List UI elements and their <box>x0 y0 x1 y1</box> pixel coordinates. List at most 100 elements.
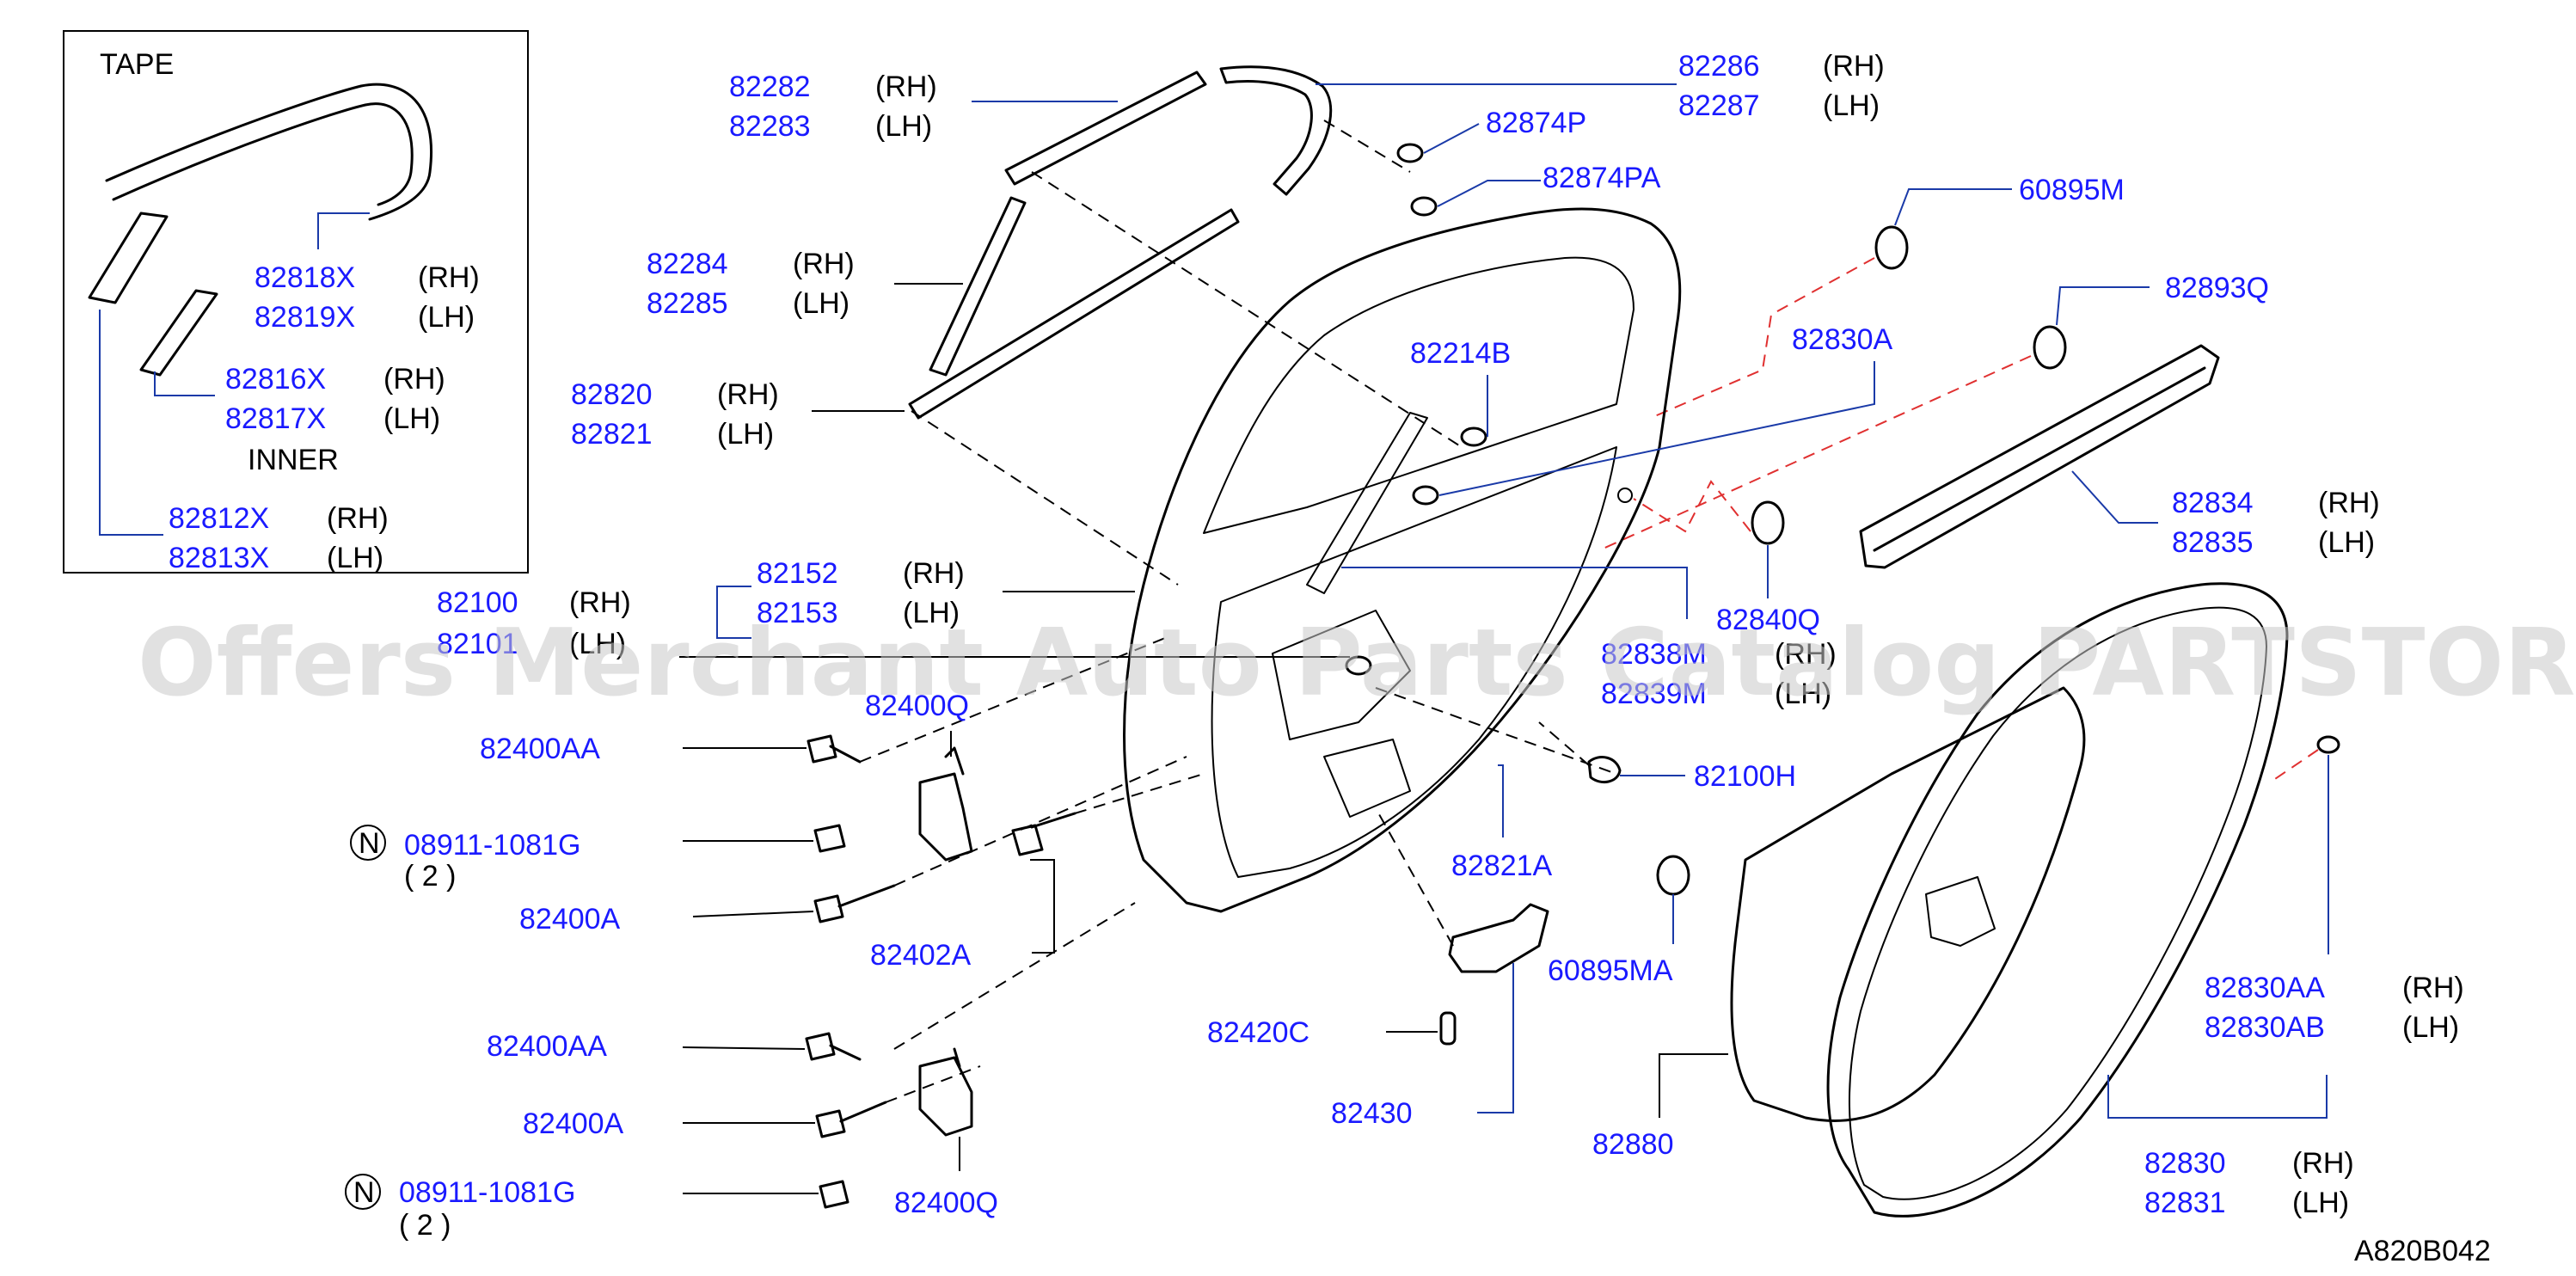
leader-82100-bracket <box>716 586 751 639</box>
part-82400Q[interactable]: 82400Q <box>865 690 969 722</box>
part-82283[interactable]: 82283 <box>729 110 811 143</box>
part-82100H[interactable]: 82100H <box>1694 760 1796 793</box>
hinge-82400Q-lower <box>918 1047 973 1137</box>
side-lh: (LH) <box>2402 1011 2459 1044</box>
side-lh: (LH) <box>383 402 440 435</box>
leader-82830A <box>1438 361 1875 496</box>
side-rh: (RH) <box>1775 638 1837 671</box>
screen-opening <box>1925 876 1996 947</box>
part-82821[interactable]: 82821 <box>571 418 653 451</box>
part-82831[interactable]: 82831 <box>2144 1187 2226 1219</box>
part-82402A[interactable]: 82402A <box>870 939 972 972</box>
part-82880[interactable]: 82880 <box>1592 1128 1674 1161</box>
part-82830A[interactable]: 82830A <box>1792 323 1893 356</box>
part-82430[interactable]: 82430 <box>1331 1097 1413 1130</box>
part-82153[interactable]: 82153 <box>757 597 838 629</box>
part-82818X[interactable]: 82818X <box>255 261 355 294</box>
part-82830AB[interactable]: 82830AB <box>2205 1011 2325 1044</box>
dash-line <box>1074 773 1205 814</box>
part-82840Q[interactable]: 82840Q <box>1716 604 1820 636</box>
side-lh: (LH) <box>327 542 383 574</box>
part-82400A[interactable]: 82400A <box>519 903 621 936</box>
diagram-code: A820B042 <box>2354 1235 2491 1267</box>
upper-hinge-group: 82400Q 82400AA N 08911-1081G ( 2 ) 82400… <box>350 635 1205 972</box>
moulding-82820 <box>908 208 1240 420</box>
part-82812X[interactable]: 82812X <box>169 502 269 535</box>
lower-hinge-group: 82400AA 82400A N 08911-1081G ( 2 ) 82400… <box>345 902 1136 1242</box>
side-lh: (LH) <box>903 597 960 629</box>
side-lh: (LH) <box>569 628 626 660</box>
part-82834[interactable]: 82834 <box>2172 487 2254 519</box>
plugs: 60895M 82893Q 82840Q <box>1598 174 2269 636</box>
part-82835[interactable]: 82835 <box>2172 526 2254 559</box>
part-60895MA[interactable]: 60895MA <box>1548 954 1673 987</box>
part-82101[interactable]: 82101 <box>437 628 518 660</box>
inset-title: TAPE <box>100 48 174 81</box>
part-82152[interactable]: 82152 <box>757 557 838 590</box>
dash-line <box>1538 721 1590 766</box>
leader-82834 <box>2071 470 2158 524</box>
part-82214B[interactable]: 82214B <box>1410 337 1511 370</box>
plug-60895MA-icon <box>1656 855 1690 896</box>
dash-line <box>1323 120 1411 173</box>
part-82287[interactable]: 82287 <box>1678 89 1760 122</box>
leader-82880 <box>1659 1053 1728 1118</box>
clip-82874P-icon <box>1396 143 1424 163</box>
bolt-82830A-icon <box>1412 485 1439 506</box>
part-82817X[interactable]: 82817X <box>225 402 326 435</box>
part-82820[interactable]: 82820 <box>571 378 653 411</box>
part-60895M[interactable]: 60895M <box>2019 174 2125 206</box>
part-82821A[interactable]: 82821A <box>1451 850 1553 882</box>
part-08911-1081G[interactable]: 08911-1081G <box>399 1176 575 1209</box>
bumper-82100H <box>1587 756 1622 784</box>
part-82420C[interactable]: 82420C <box>1207 1016 1309 1049</box>
bolt-08911-lower <box>819 1180 849 1209</box>
leader-82402A <box>1030 859 1055 954</box>
part-82838M[interactable]: 82838M <box>1601 638 1707 671</box>
bolts-upper: 82214B 82830A <box>1410 323 1893 506</box>
dash-line <box>911 410 1179 586</box>
plug-60895M-icon <box>1874 225 1909 270</box>
n-symbol: N <box>353 1176 375 1209</box>
part-82286[interactable]: 82286 <box>1678 50 1760 83</box>
part-82874P[interactable]: 82874P <box>1486 107 1586 139</box>
leader-82893Q <box>2056 286 2150 326</box>
side-lh: (LH) <box>1823 89 1880 122</box>
part-82816X[interactable]: 82816X <box>225 363 326 396</box>
part-82893Q[interactable]: 82893Q <box>2165 272 2269 304</box>
check-link-82430 <box>1448 903 1549 973</box>
part-82813X[interactable]: 82813X <box>169 542 269 574</box>
side-rh: (RH) <box>383 363 445 396</box>
part-82874PA[interactable]: 82874PA <box>1543 162 1661 194</box>
part-82400AA[interactable]: 82400AA <box>487 1030 607 1063</box>
door-assembly-labels: 82152 (RH) 82153 (LH) 82100 (RH) 82101 (… <box>437 557 1837 710</box>
part-82819X[interactable]: 82819X <box>255 301 355 334</box>
part-82830AA[interactable]: 82830AA <box>2205 972 2325 1004</box>
part-82282[interactable]: 82282 <box>729 71 811 103</box>
part-82285[interactable]: 82285 <box>647 287 728 320</box>
part-82400AA[interactable]: 82400AA <box>480 733 600 765</box>
leader-82830 <box>2107 1075 2328 1119</box>
door-inner-detail <box>1272 610 1411 818</box>
leader-82816X <box>154 371 215 396</box>
part-82830[interactable]: 82830 <box>2144 1147 2226 1180</box>
side-rh: (RH) <box>903 557 965 590</box>
part-82284[interactable]: 82284 <box>647 248 728 280</box>
side-lh: (LH) <box>418 301 475 334</box>
part-82400A[interactable]: 82400A <box>523 1107 624 1140</box>
part-08911-1081G[interactable]: 08911-1081G <box>404 829 580 862</box>
part-82839M[interactable]: 82839M <box>1601 678 1707 710</box>
leader-82874PA <box>1437 180 1541 207</box>
side-lh: (LH) <box>717 418 774 451</box>
side-rh: (RH) <box>2402 972 2464 1004</box>
side-lh: (LH) <box>2292 1187 2349 1219</box>
part-82400Q[interactable]: 82400Q <box>894 1187 998 1219</box>
part-82100[interactable]: 82100 <box>437 586 518 619</box>
watermark: Offers Merchant Auto Parts Catalog PARTS… <box>138 610 2576 717</box>
tape-strip-inner-1 <box>88 212 169 304</box>
door-inner-panel <box>1211 446 1617 878</box>
side-rh: (RH) <box>1823 50 1885 83</box>
tape-inset: TAPE 82818X (RH) 82819X (LH) 82816X (RH)… <box>63 30 529 574</box>
tape-strip-outer <box>105 83 432 221</box>
n-symbol: N <box>359 827 380 860</box>
